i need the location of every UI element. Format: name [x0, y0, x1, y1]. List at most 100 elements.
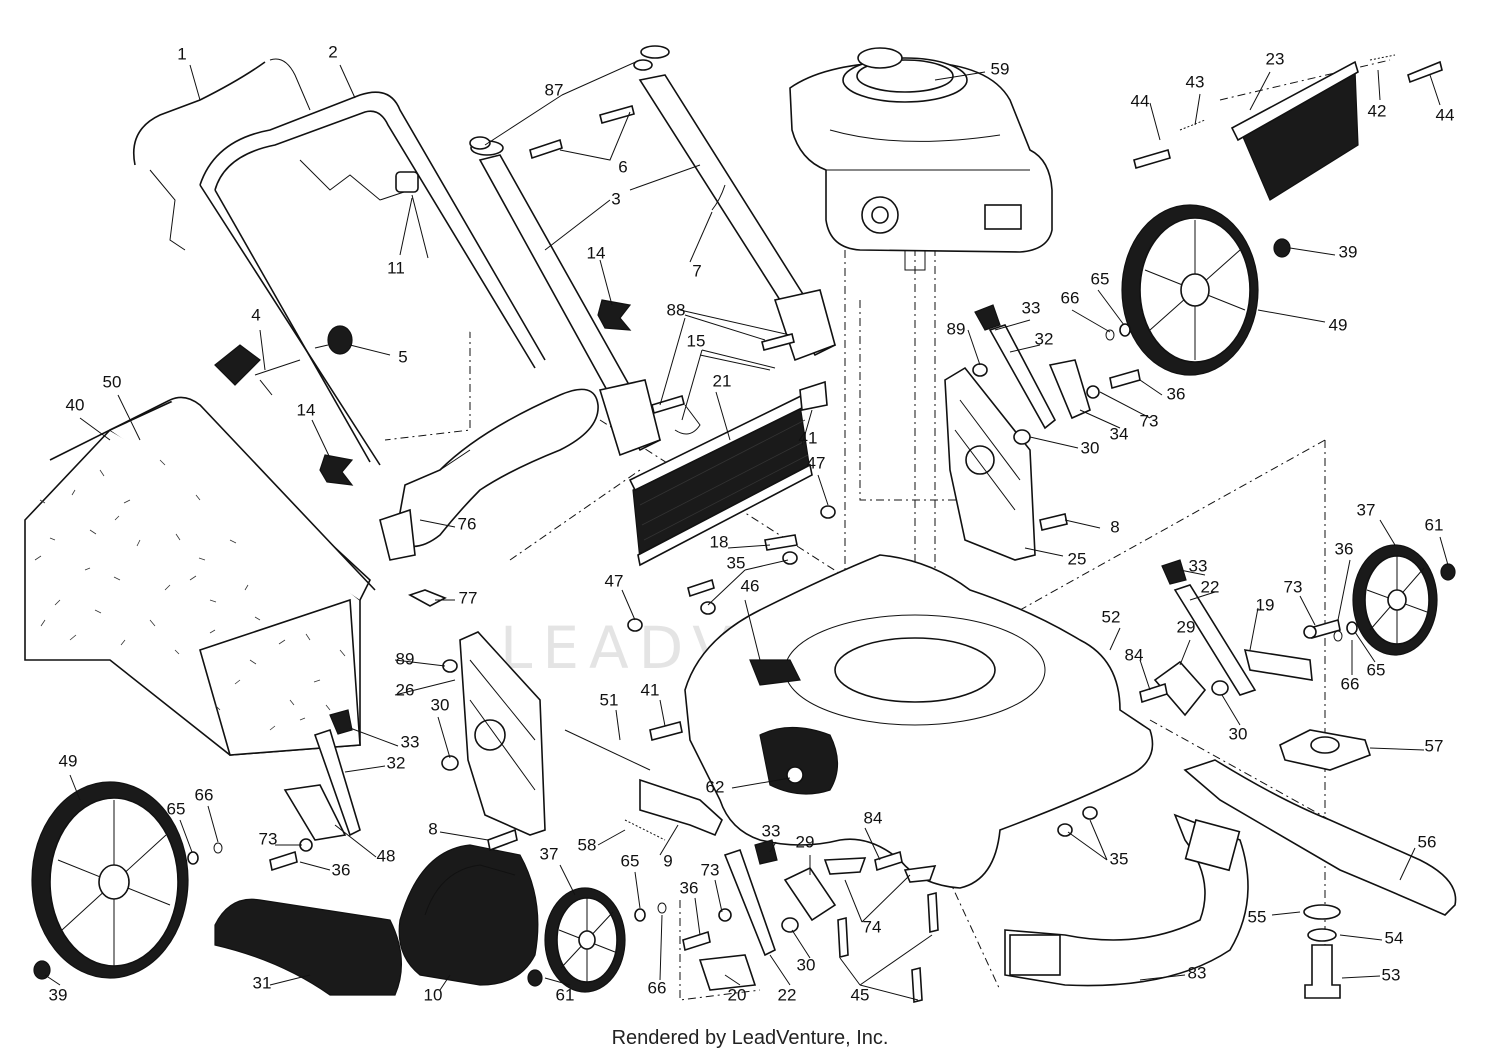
callout-30: 30	[797, 955, 816, 974]
callout-6: 6	[618, 157, 627, 176]
callout-66: 66	[648, 978, 667, 997]
mulch-plug	[398, 844, 539, 986]
callout-34: 34	[1110, 424, 1129, 443]
blade	[1183, 759, 1457, 916]
callout-36: 36	[1167, 384, 1186, 403]
callout-36: 36	[332, 860, 351, 879]
callout-11: 11	[387, 258, 405, 277]
rear-wheel-left	[31, 781, 189, 979]
upper-handle	[199, 91, 546, 466]
callout-15: 15	[687, 331, 706, 350]
callout-66: 66	[195, 785, 214, 804]
callout-66: 66	[1061, 288, 1080, 307]
blade-bolt	[1304, 944, 1341, 999]
front-wheel-nut-left	[527, 969, 543, 987]
rear-deflector	[1230, 60, 1359, 201]
callout-42: 42	[1368, 101, 1387, 120]
callout-49: 49	[1329, 315, 1348, 334]
blade-adapter	[1279, 729, 1372, 771]
callout-87: 87	[545, 80, 564, 99]
callout-84: 84	[1125, 645, 1144, 664]
callout-36: 36	[680, 878, 699, 897]
wheel-nut-left	[33, 960, 51, 980]
callout-2: 2	[328, 42, 337, 61]
callout-37: 37	[540, 844, 559, 863]
cable-clip	[395, 171, 429, 259]
spring	[624, 819, 666, 841]
callout-45: 45	[851, 985, 870, 1004]
callout-22: 22	[1201, 577, 1220, 596]
callout-73: 73	[259, 829, 278, 848]
callout-23: 23	[1266, 49, 1285, 68]
callout-58: 58	[578, 835, 597, 854]
callout-73: 73	[1284, 577, 1303, 596]
callout-33: 33	[1189, 556, 1208, 575]
callout-19: 19	[1256, 595, 1275, 614]
callout-29: 29	[796, 832, 815, 851]
callout-76: 76	[458, 514, 477, 533]
height-adjuster-right	[944, 366, 1036, 561]
callout-43: 43	[1186, 72, 1205, 91]
callout-44: 44	[1131, 91, 1150, 110]
callout-56: 56	[1418, 832, 1437, 851]
callout-84: 84	[864, 808, 883, 827]
callout-35: 35	[1110, 849, 1129, 868]
callout-89: 89	[396, 649, 415, 668]
callout-3: 3	[611, 189, 620, 208]
callout-9: 9	[663, 851, 672, 870]
callout-30: 30	[1081, 438, 1100, 457]
handle-bolts	[529, 105, 635, 161]
fasteners	[187, 54, 1396, 1004]
handle-bolts-lower	[651, 309, 795, 435]
height-adjuster-left	[459, 631, 546, 836]
axle-rod	[564, 729, 723, 837]
gear-plates	[783, 660, 1207, 922]
callout-47: 47	[605, 571, 624, 590]
callout-1: 1	[177, 44, 186, 63]
callout-8: 8	[1110, 517, 1119, 536]
callout-48: 48	[377, 846, 396, 865]
callout-10: 10	[424, 985, 443, 1004]
callout-66: 66	[1341, 674, 1360, 693]
callout-55: 55	[1248, 907, 1267, 926]
callout-31: 31	[253, 973, 272, 992]
axle-brackets	[283, 359, 1313, 991]
rear-wheel-right	[1121, 204, 1259, 376]
callout-53: 53	[1382, 965, 1401, 984]
callout-83: 83	[1188, 963, 1207, 982]
wheel-nut	[1273, 238, 1291, 258]
callout-57: 57	[1425, 736, 1444, 755]
callout-32: 32	[1035, 329, 1054, 348]
callout-54: 54	[1385, 928, 1404, 947]
callout-59: 59	[991, 59, 1010, 78]
callout-33: 33	[1022, 298, 1041, 317]
callout-37: 37	[1357, 500, 1376, 519]
front-wheel-left	[544, 887, 626, 993]
callout-25: 25	[1068, 549, 1087, 568]
control-bar	[133, 58, 311, 251]
callout-39: 39	[49, 985, 68, 1004]
callout-51: 51	[600, 690, 619, 709]
lower-handle	[470, 45, 837, 457]
callout-22: 22	[778, 985, 797, 1004]
handle-knob-lever	[214, 344, 301, 396]
callout-41: 41	[641, 680, 660, 699]
callout-39: 39	[1339, 242, 1358, 261]
callout-47: 47	[807, 453, 826, 472]
callout-35: 35	[727, 553, 746, 572]
cable-tie	[711, 184, 726, 211]
rear-flap	[628, 393, 813, 567]
callout-50: 50	[103, 372, 122, 391]
chute-bolt	[408, 589, 447, 607]
callout-65: 65	[621, 851, 640, 870]
credit-text: Rendered by LeadVenture, Inc.	[612, 1027, 889, 1049]
callout-21: 21	[713, 371, 732, 390]
callout-61: 61	[556, 985, 575, 1004]
deflector-bolt	[1407, 60, 1443, 84]
callout-20: 20	[728, 985, 747, 1004]
callout-8: 8	[428, 819, 437, 838]
callout-62: 62	[706, 777, 725, 796]
callout-30: 30	[1229, 724, 1248, 743]
callout-33: 33	[401, 732, 420, 751]
